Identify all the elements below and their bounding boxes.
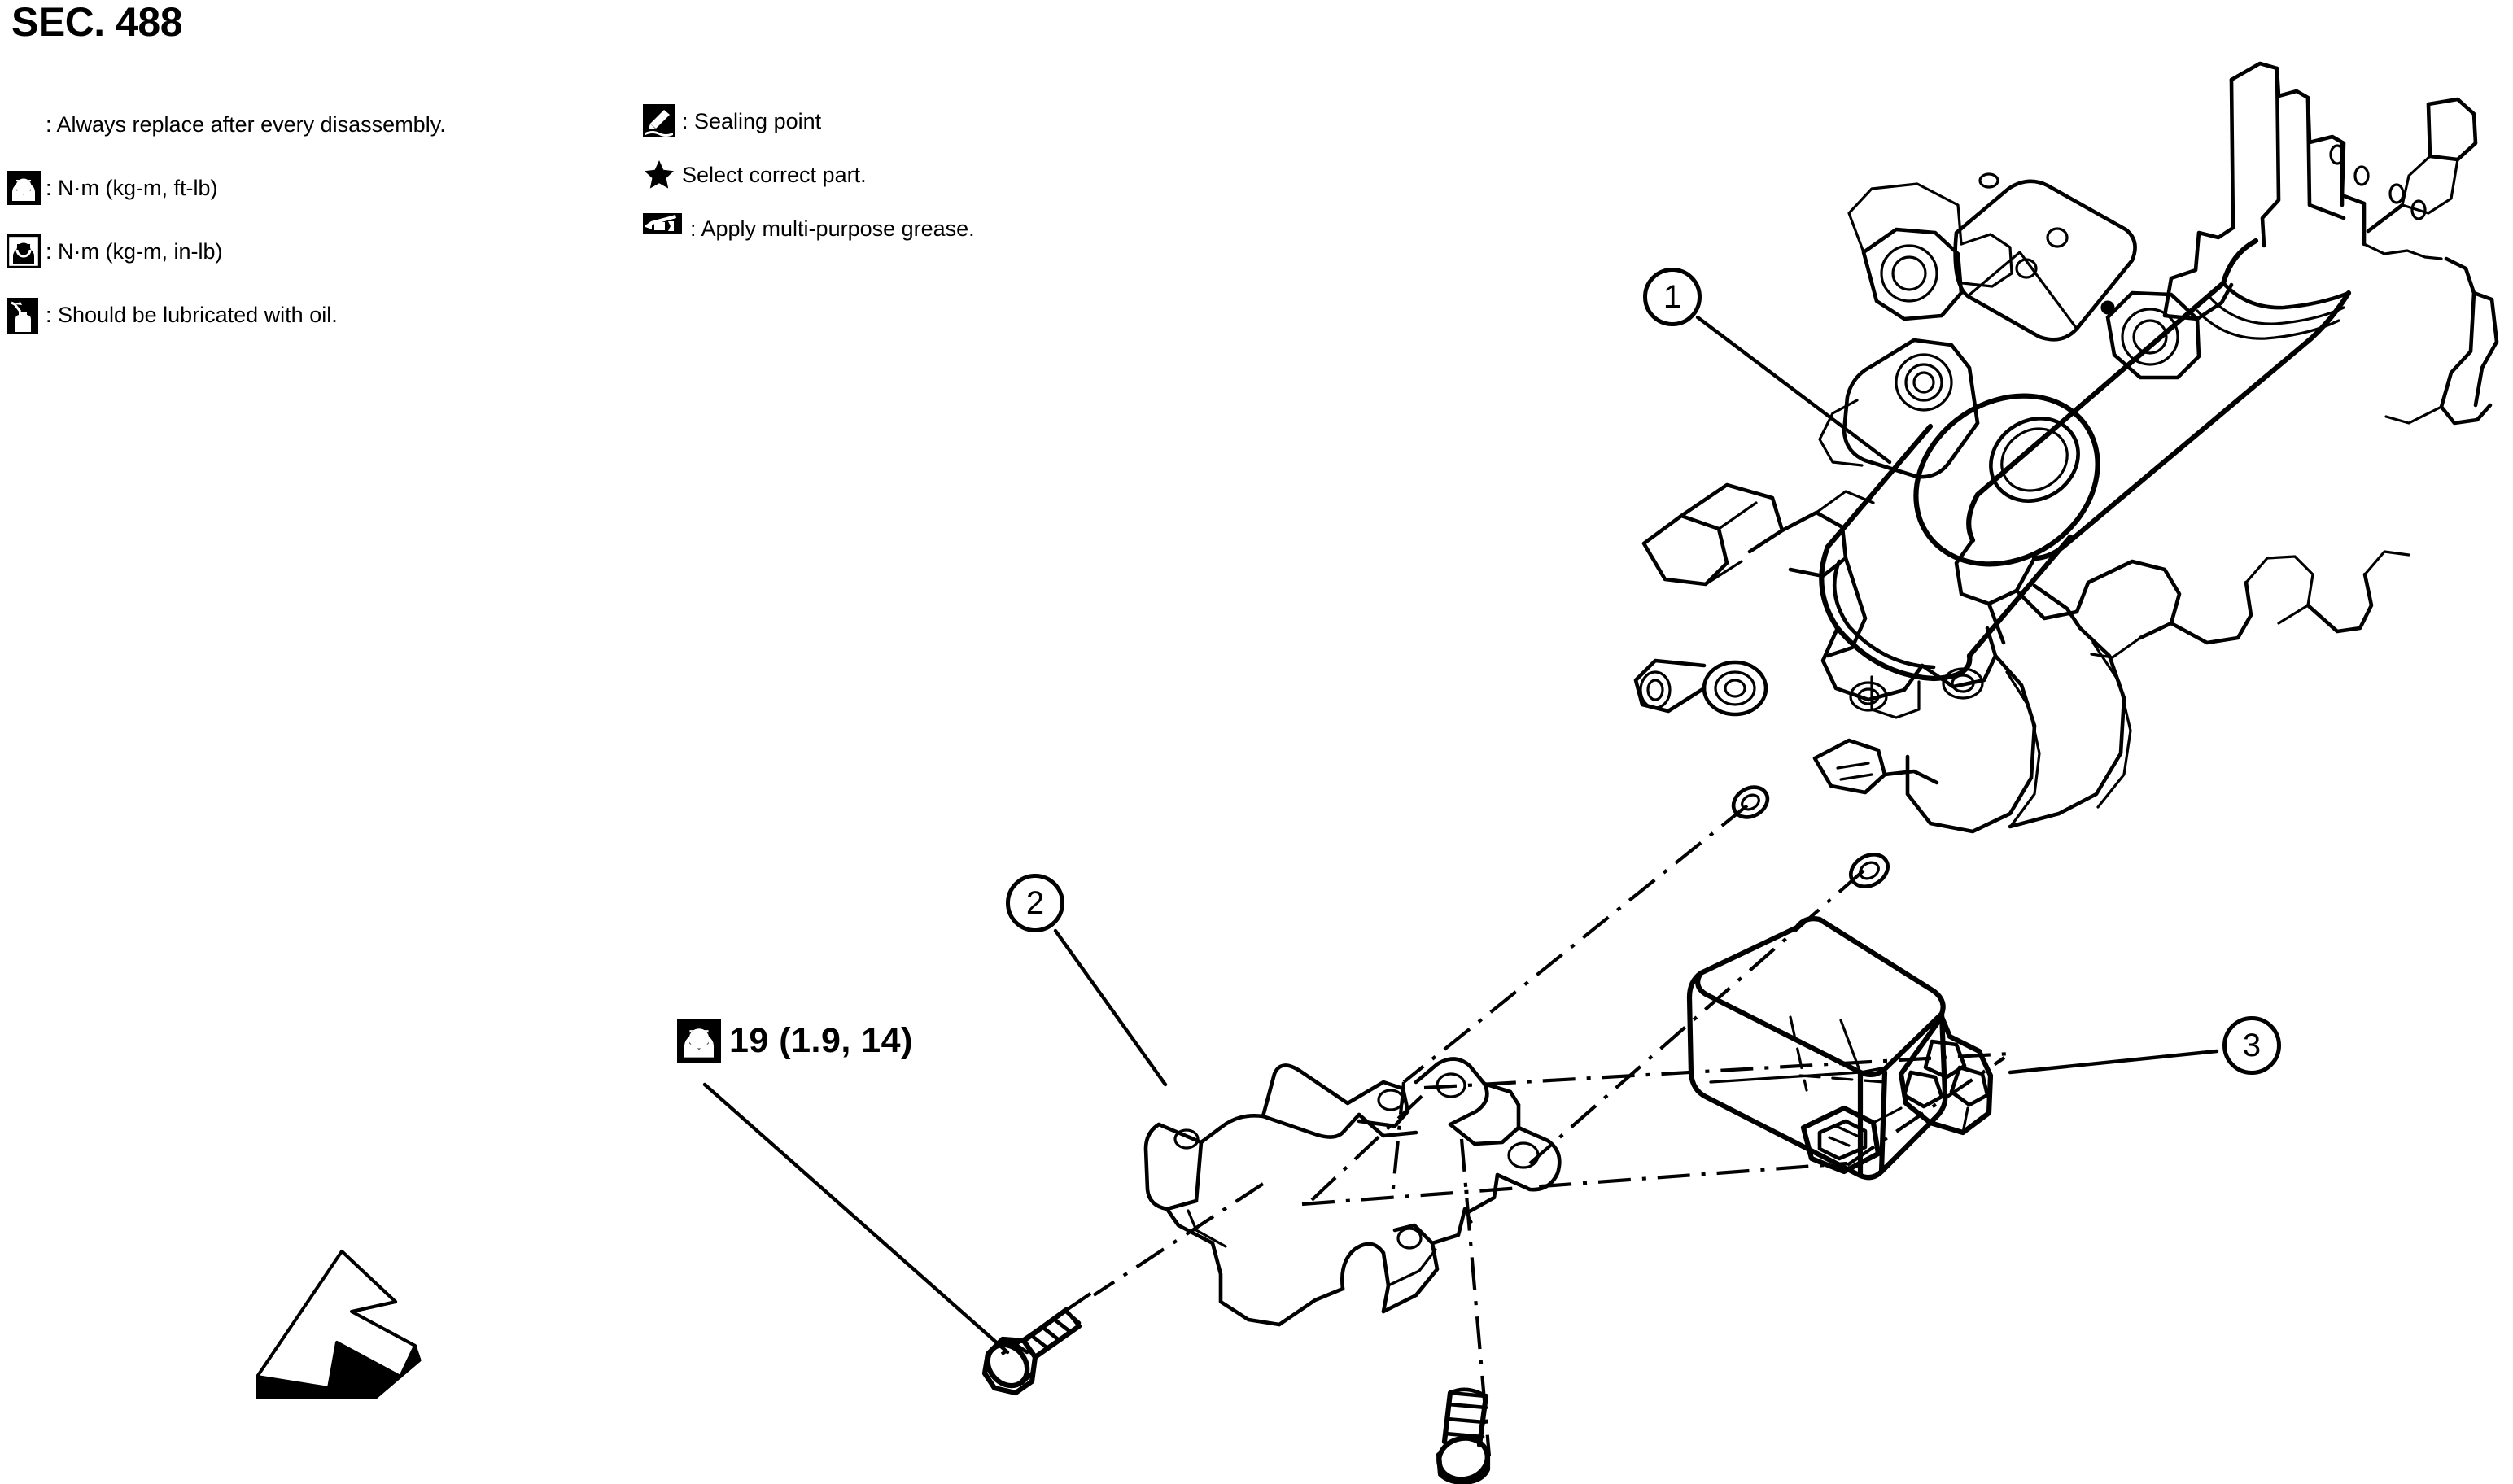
legend-item-label: Select correct part.	[682, 162, 867, 187]
wrench-ftlb-icon	[677, 1019, 721, 1063]
eps-motor	[1819, 393, 2100, 682]
vehicle-front-direction-arrow	[256, 1250, 422, 1399]
legend-column-left: : Always replace after every disassembly…	[7, 109, 625, 363]
callout-number: 3	[2242, 1028, 2262, 1063]
legend-item-torque-ftlb: : N·m (kg-m, ft-lb)	[7, 171, 625, 205]
legend-item-torque-inlb: : N·m (kg-m, in-lb)	[7, 234, 625, 268]
torque-specification-callout: 19 (1.9, 14)	[677, 1019, 913, 1063]
legend-item-label: : Should be lubricated with oil.	[46, 302, 338, 327]
oil-can-icon	[7, 298, 41, 334]
leader-line-torque	[702, 1082, 1010, 1355]
page-title: SEC. 488	[11, 0, 183, 45]
steering-column-assembly	[1633, 61, 2499, 888]
callout-bubble-2[interactable]: 2	[1006, 874, 1064, 932]
legend-item-label: : Apply multi-purpose grease.	[690, 216, 975, 241]
legend-item-sealing-point: : Sealing point	[643, 104, 1261, 138]
sealing-point-icon	[643, 104, 677, 138]
callout-number: 2	[1025, 885, 1045, 921]
legend-item-label: : N·m (kg-m, in-lb)	[46, 238, 223, 264]
legend-item-always-replace: : Always replace after every disassembly…	[7, 109, 625, 140]
grease-gun-icon	[643, 212, 685, 246]
control-unit-bracket	[1143, 1057, 1562, 1327]
legend-column-right: : Sealing point Select correct part.	[643, 104, 1261, 267]
bolt-lower	[1436, 1387, 1491, 1484]
bolt-left	[981, 1307, 1082, 1396]
torque-value-label: 19 (1.9, 14)	[729, 1020, 913, 1060]
legend-item-label: : Always replace after every disassembly…	[46, 111, 446, 137]
legend-item-label: : N·m (kg-m, ft-lb)	[46, 175, 218, 200]
leader-line-callout-1	[1695, 315, 1892, 465]
leader-line-callout-2	[1053, 928, 1168, 1087]
wrench-inlb-icon	[7, 234, 41, 268]
legend-item-label: : Sealing point	[682, 108, 822, 133]
callout-bubble-1[interactable]: 1	[1643, 268, 1702, 326]
eps-control-unit	[1686, 916, 1994, 1181]
legend-item-multi-purpose-grease: : Apply multi-purpose grease.	[643, 213, 1261, 244]
legend-item-lubricate-oil: : Should be lubricated with oil.	[7, 298, 625, 334]
leader-line-callout-3	[2008, 1049, 2219, 1075]
callout-bubble-3[interactable]: 3	[2222, 1016, 2281, 1075]
star-icon	[643, 158, 677, 192]
legend-item-select-correct-part: Select correct part.	[643, 159, 1261, 190]
wrench-ftlb-icon	[7, 171, 41, 205]
callout-number: 1	[1663, 279, 1682, 315]
